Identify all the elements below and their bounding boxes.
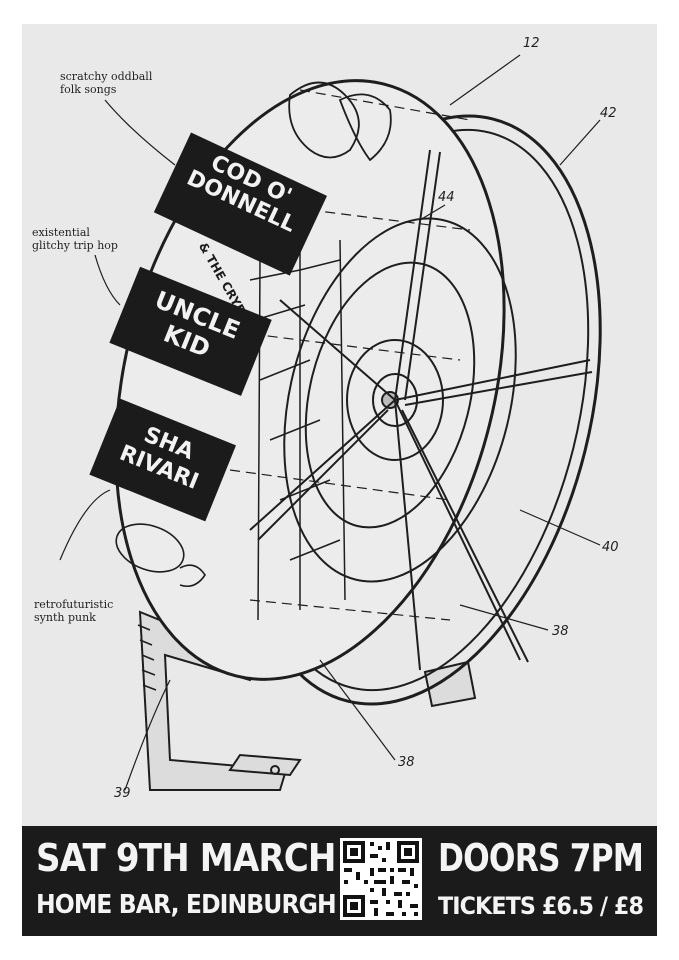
ref-40: 40: [602, 540, 619, 555]
ref-39: 39: [114, 786, 131, 801]
event-date: SAT 9TH MARCH: [36, 836, 336, 880]
annotation-cod: scratchy oddball folk songs: [60, 70, 153, 96]
lemon-icon: [115, 523, 206, 588]
band-box-sha: [89, 398, 237, 522]
footer-band: SAT 9TH MARCH HOME BAR, EDINBURGH DOORS: [22, 826, 657, 936]
event-venue: HOME BAR, EDINBURGH: [36, 890, 337, 920]
ref-38a: 38: [552, 624, 569, 639]
qr-code[interactable]: [340, 838, 422, 920]
annotation-uncle: existential glitchy trip hop: [32, 226, 118, 252]
ticket-prices: TICKETS £6.5 / £8: [438, 892, 644, 920]
doors-time: DOORS 7PM: [438, 836, 644, 880]
band-box-uncle: [109, 266, 272, 396]
band-box-cod: [153, 132, 327, 276]
ref-12: 12: [523, 36, 540, 51]
ref-42: 42: [600, 106, 617, 121]
ref-44: 44: [438, 190, 455, 205]
annotation-sha: retrofuturistic synth punk: [34, 598, 114, 624]
ref-38b: 38: [398, 755, 415, 770]
